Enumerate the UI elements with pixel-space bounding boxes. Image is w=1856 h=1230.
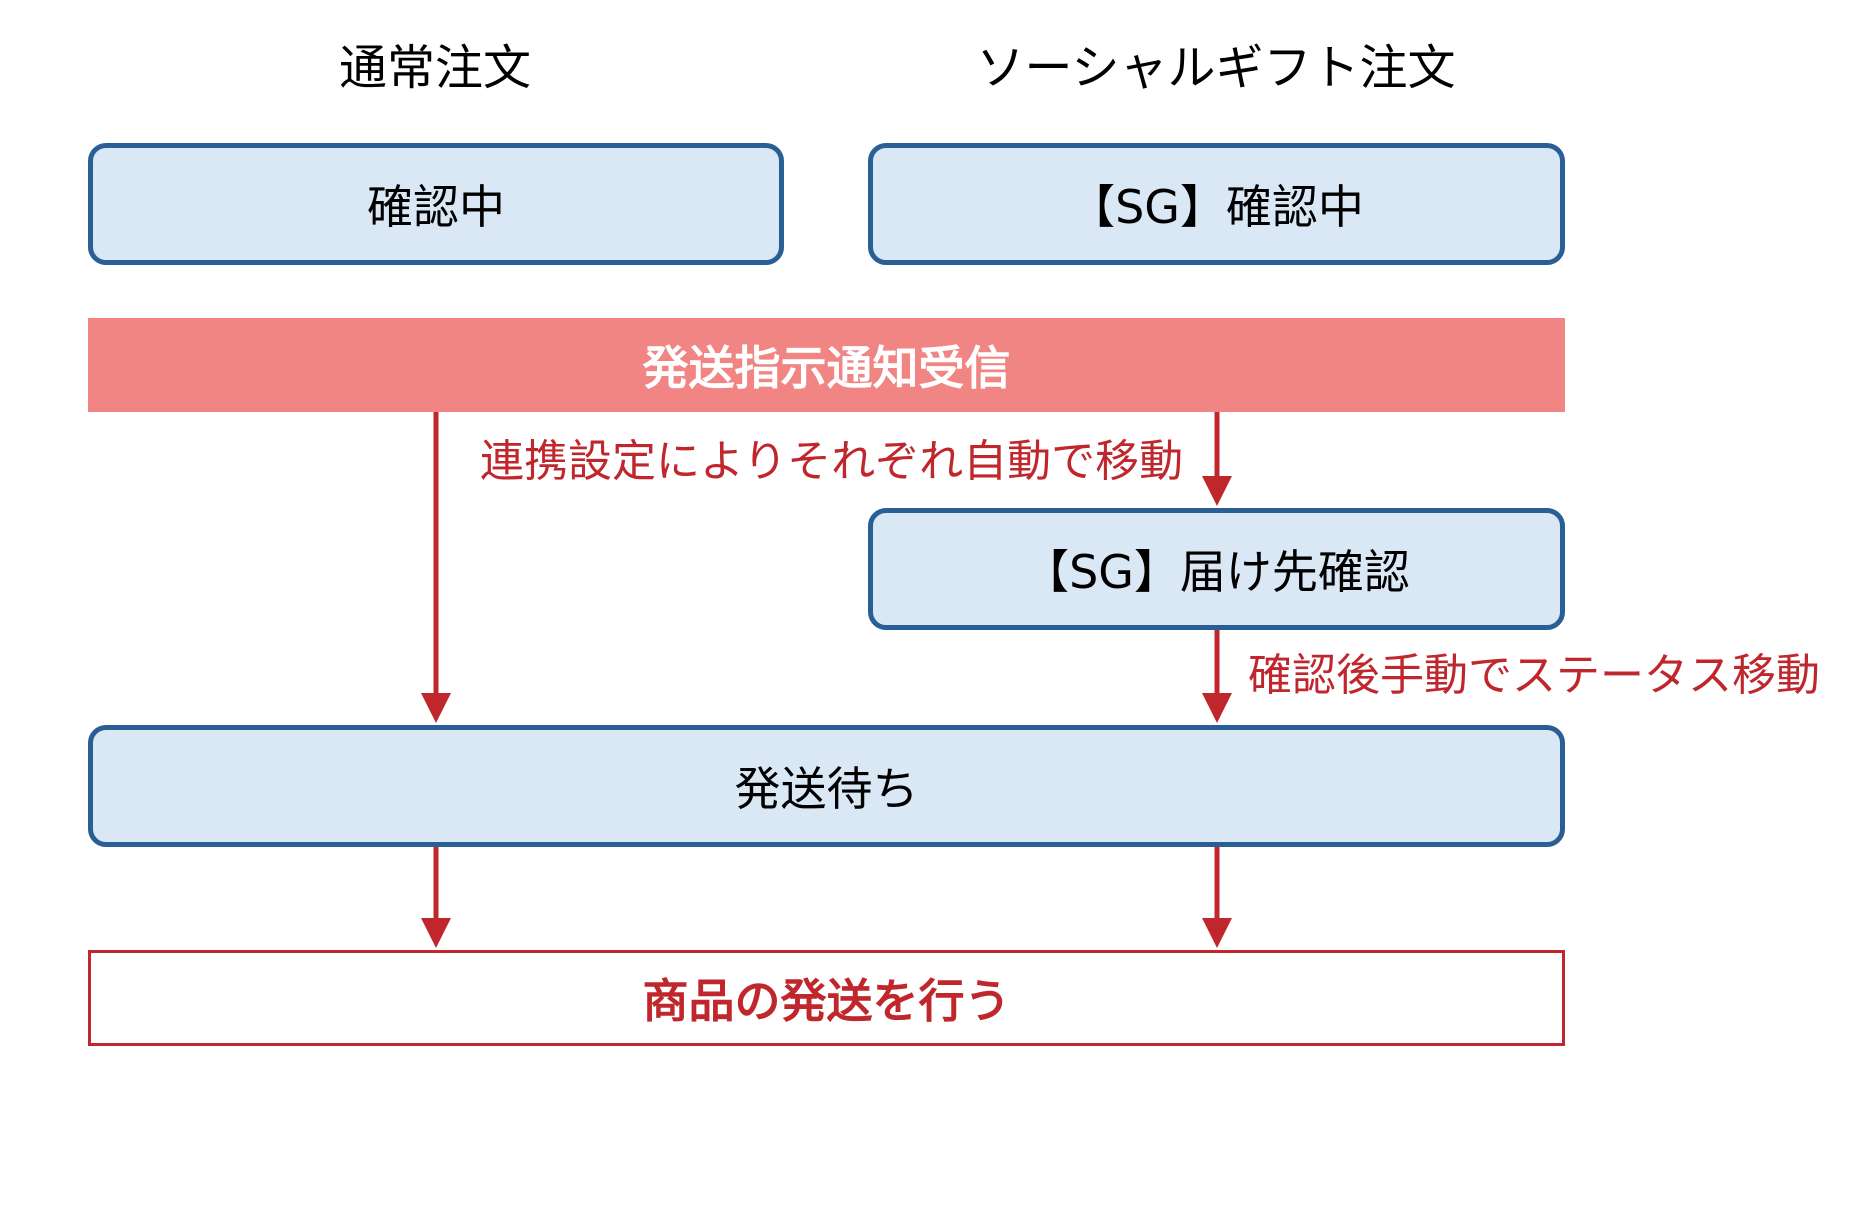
- final-action-label: 商品の発送を行う: [642, 974, 1011, 1028]
- manual-move-annotation: 確認後手動でステータス移動: [1248, 650, 1820, 701]
- status-box-confirming: 確認中: [88, 143, 784, 265]
- status-box-awaiting-shipment: 発送待ち: [88, 725, 1565, 847]
- status-box-label: 発送待ち: [734, 762, 919, 816]
- status-box-sg-destination-confirm: 【SG】届け先確認: [868, 508, 1565, 630]
- event-band-label: 発送指示通知受信: [642, 341, 1011, 395]
- normal-order-heading: 通常注文: [338, 40, 531, 96]
- status-box-sg-confirming: 【SG】確認中: [868, 143, 1565, 265]
- social-gift-order-heading: ソーシャルギフト注文: [976, 40, 1456, 96]
- status-box-label: 【SG】届け先確認: [1023, 545, 1410, 599]
- shipping-instruction-event-band: 発送指示通知受信: [88, 318, 1565, 412]
- auto-move-annotation: 連携設定によりそれぞれ自動で移動: [480, 436, 1184, 487]
- final-action-box: 商品の発送を行う: [88, 950, 1565, 1046]
- status-box-label: 確認中: [367, 180, 505, 234]
- status-box-label: 【SG】確認中: [1069, 180, 1364, 234]
